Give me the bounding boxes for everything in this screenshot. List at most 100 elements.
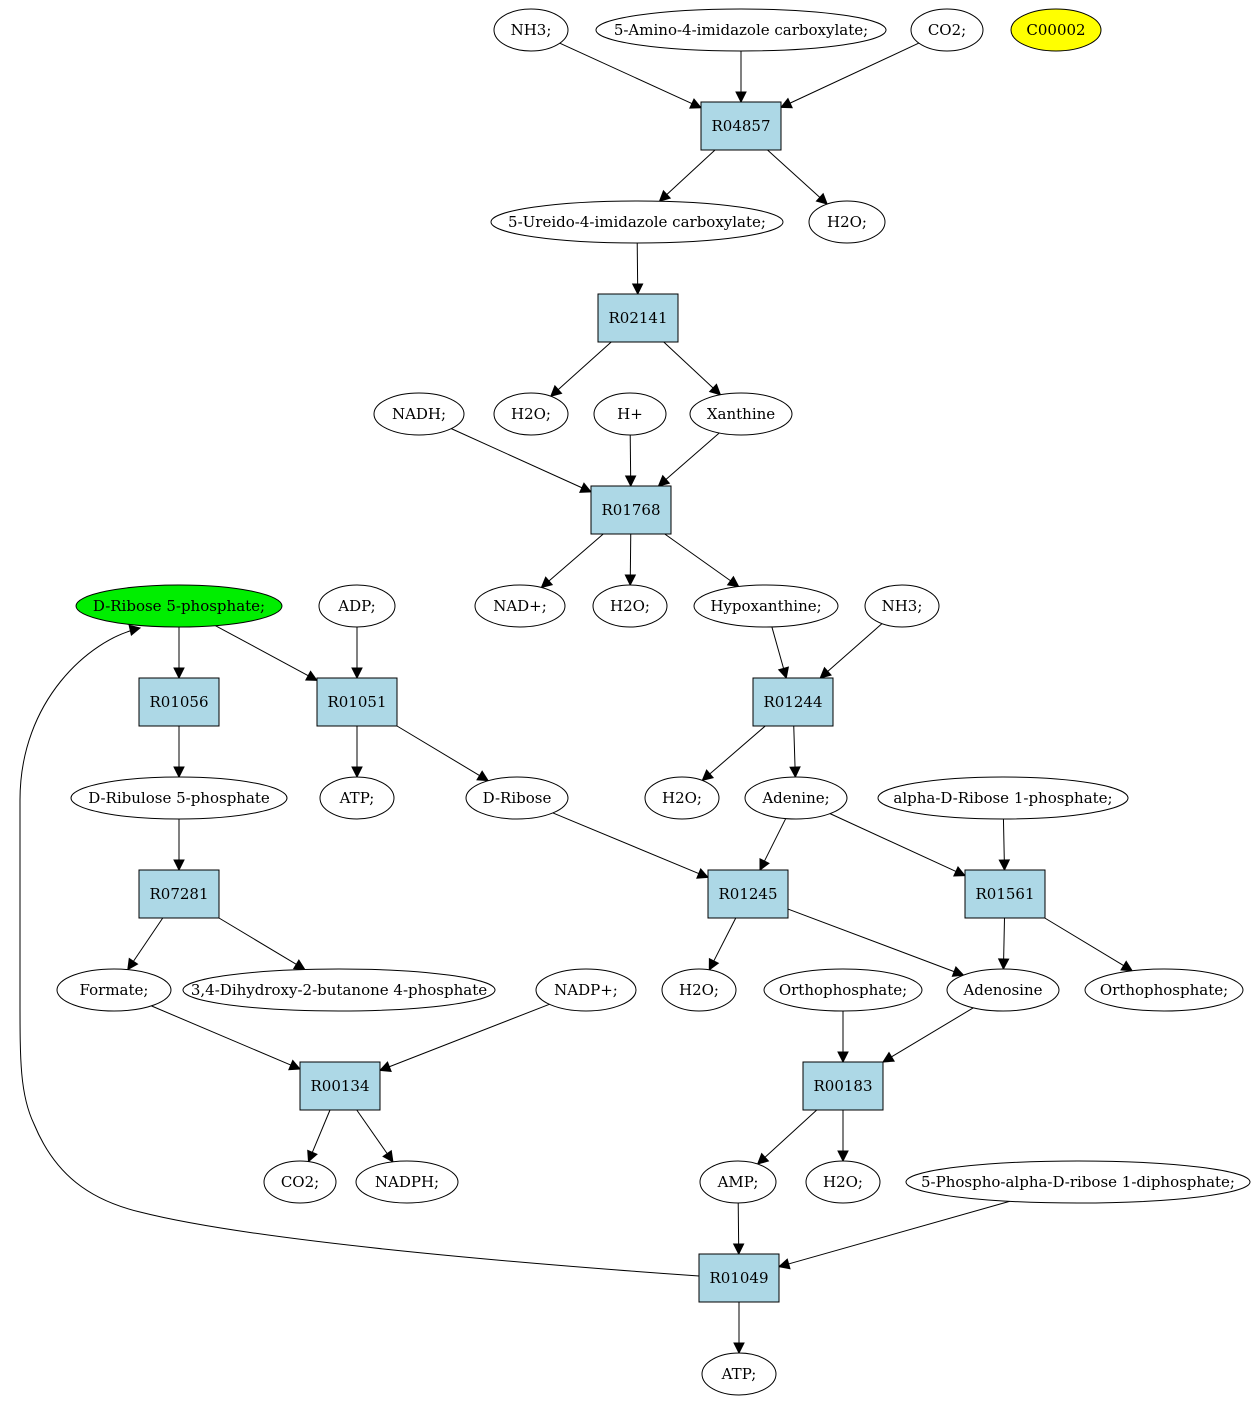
compound-label: H+	[617, 405, 643, 423]
edge-hypoxanthine-to-R01244	[771, 626, 785, 669]
compound-nh3-mid[interactable]: NH3;	[864, 584, 940, 628]
compound-3-4-dihydroxy-2-butanone-4-phosphate[interactable]: 3,4-Dihydroxy-2-butanone 4-phosphate	[182, 968, 496, 1012]
compound-label: NADH;	[392, 405, 446, 423]
compound-h2o-5[interactable]: H2O;	[661, 968, 737, 1012]
edge-R07281-to-dihydroxy_butanone	[218, 917, 297, 965]
compound-formate[interactable]: Formate;	[56, 968, 172, 1012]
edge-adenosine-to-R00183	[891, 1007, 974, 1058]
compound-d-ribose-5-phosphate[interactable]: D-Ribose 5-phosphate;	[75, 584, 283, 628]
reaction-r00183[interactable]: R00183	[802, 1061, 884, 1111]
compound-label: Xanthine	[707, 405, 775, 423]
compound-co2-top[interactable]: CO2;	[910, 8, 984, 52]
compound-atp-bottom[interactable]: ATP;	[701, 1352, 777, 1396]
edge-R01049-to-atp_bottom-arrowhead	[733, 1342, 745, 1355]
edge-R01049-to-d_ribose_5p	[19, 628, 700, 1277]
compound-label: Hypoxanthine;	[710, 597, 821, 615]
compound-label: H2O;	[662, 789, 702, 807]
compound-5-phospho-alpha-d-ribose-1-diphosphate[interactable]: 5-Phospho-alpha-D-ribose 1-diphosphate;	[905, 1160, 1251, 1204]
edge-layer	[19, 42, 1134, 1355]
reaction-r01244[interactable]: R01244	[752, 677, 834, 727]
compound-h2o-3[interactable]: H2O;	[592, 584, 668, 628]
compound-alpha-d-ribose-1-phosphate[interactable]: alpha-D-Ribose 1-phosphate;	[877, 776, 1129, 820]
compound-label: C00002	[1026, 21, 1085, 39]
edge-nadp_plus-to-R00134	[389, 1003, 550, 1068]
compound-orthophosphate-2[interactable]: Orthophosphate;	[1084, 968, 1244, 1012]
compound-5-amino-4-imidazole-carboxylate[interactable]: 5-Amino-4-imidazole carboxylate;	[595, 8, 887, 52]
edge-R04857-to-h2o_1-arrowhead	[815, 192, 829, 205]
compound-h-plus[interactable]: H+	[593, 392, 667, 436]
edge-R01056-to-d_ribulose_5p-arrowhead	[173, 766, 185, 779]
compound-d-ribose[interactable]: D-Ribose	[465, 776, 569, 820]
compound-nh3-top[interactable]: NH3;	[493, 8, 569, 52]
compound-label: D-Ribulose 5-phosphate	[88, 789, 270, 807]
reaction-r01051[interactable]: R01051	[316, 677, 398, 727]
edge-h_plus-to-R01768-arrowhead	[624, 475, 637, 488]
compound-label: H2O;	[610, 597, 650, 615]
edge-R00183-to-amp	[764, 1109, 818, 1158]
edge-hypoxanthine-to-R01244-arrowhead	[777, 666, 789, 680]
compound-c00002[interactable]: C00002	[1010, 8, 1102, 52]
compound-xanthine[interactable]: Xanthine	[689, 392, 793, 436]
compound-label: NADP+;	[554, 981, 618, 999]
edge-R01245-to-adenosine	[787, 908, 955, 973]
compound-nadph[interactable]: NADPH;	[355, 1160, 459, 1204]
compound-h2o-6[interactable]: H2O;	[805, 1160, 881, 1204]
edge-xanthine-to-R01768	[665, 432, 720, 480]
compound-label: H2O;	[679, 981, 719, 999]
compound-label: 3,4-Dihydroxy-2-butanone 4-phosphate	[191, 981, 487, 999]
reaction-r01561[interactable]: R01561	[964, 869, 1046, 919]
edge-R07281-to-formate	[132, 917, 164, 962]
compound-label: H2O;	[827, 213, 867, 231]
compound-nadp-plus[interactable]: NADP+;	[535, 968, 637, 1012]
edge-R01244-to-adenine	[793, 725, 796, 768]
compound-amp[interactable]: AMP;	[699, 1160, 777, 1204]
edge-co2_top-to-R04857	[789, 42, 920, 104]
edge-amp-to-R01049-arrowhead	[732, 1243, 745, 1256]
compound-adenosine[interactable]: Adenosine	[946, 968, 1060, 1012]
edge-d_ribose-to-R01245	[552, 812, 699, 875]
reaction-label: R07281	[149, 885, 208, 903]
edge-R01768-to-hypoxanthine	[664, 533, 731, 582]
compound-label: D-Ribose	[483, 789, 552, 807]
compound-atp-mid[interactable]: ATP;	[319, 776, 395, 820]
compound-h2o-2[interactable]: H2O;	[493, 392, 569, 436]
reaction-label: R01056	[149, 693, 208, 711]
edge-d_ribulose_5p-to-R07281-arrowhead	[173, 859, 185, 872]
edge-R07281-to-formate-arrowhead	[127, 957, 139, 971]
reaction-r02141[interactable]: R02141	[597, 293, 679, 343]
compound-co2-bottom[interactable]: CO2;	[263, 1160, 337, 1204]
compound-adenine[interactable]: Adenine;	[744, 776, 848, 820]
compound-adp[interactable]: ADP;	[318, 584, 396, 628]
edge-alpha_d_ribose_1p-to-R01561-arrowhead	[998, 859, 1011, 872]
compound-h2o-4[interactable]: H2O;	[644, 776, 720, 820]
edge-nadh-to-R01768-arrowhead	[579, 482, 593, 493]
edge-R01561-to-orthophosphate_2-arrowhead	[1120, 960, 1134, 972]
compound-nadh[interactable]: NADH;	[373, 392, 465, 436]
edge-d_ribose_5p-to-R01051	[215, 625, 309, 677]
compound-nad-plus[interactable]: NAD+;	[474, 584, 566, 628]
edge-formate-to-R00134-arrowhead	[288, 1059, 302, 1071]
reaction-r01245[interactable]: R01245	[707, 869, 789, 919]
compound-label: NH3;	[511, 21, 552, 39]
edge-R00134-to-nadph-arrowhead	[382, 1149, 394, 1163]
reaction-r01056[interactable]: R01056	[138, 677, 220, 727]
edge-nh3_top-to-R04857	[559, 42, 693, 105]
edge-R04857-to-ureido_imidazole-arrowhead	[658, 189, 672, 203]
edge-R02141-to-xanthine-arrowhead	[708, 383, 722, 396]
compound-label: NAD+;	[493, 597, 547, 615]
reaction-r04857[interactable]: R04857	[700, 101, 782, 151]
reaction-r00134[interactable]: R00134	[299, 1061, 381, 1111]
compound-h2o-1[interactable]: H2O;	[808, 200, 886, 244]
compound-hypoxanthine[interactable]: Hypoxanthine;	[693, 584, 839, 628]
reaction-r07281[interactable]: R07281	[138, 869, 220, 919]
compound-orthophosphate-1[interactable]: Orthophosphate;	[763, 968, 923, 1012]
reaction-r01768[interactable]: R01768	[590, 485, 672, 535]
compound-label: NH3;	[882, 597, 923, 615]
edge-formate-to-R00134	[151, 1005, 291, 1066]
compound-d-ribulose-5-phosphate[interactable]: D-Ribulose 5-phosphate	[70, 776, 288, 820]
edge-ureido_imidazole-to-R02141-arrowhead	[631, 283, 644, 296]
compound-label: Orthophosphate;	[1100, 981, 1228, 999]
compound-5-ureido-4-imidazole-carboxylate[interactable]: 5-Ureido-4-imidazole carboxylate;	[490, 200, 784, 244]
edge-R01051-to-d_ribose-arrowhead	[476, 770, 490, 782]
reaction-r01049[interactable]: R01049	[698, 1253, 780, 1303]
